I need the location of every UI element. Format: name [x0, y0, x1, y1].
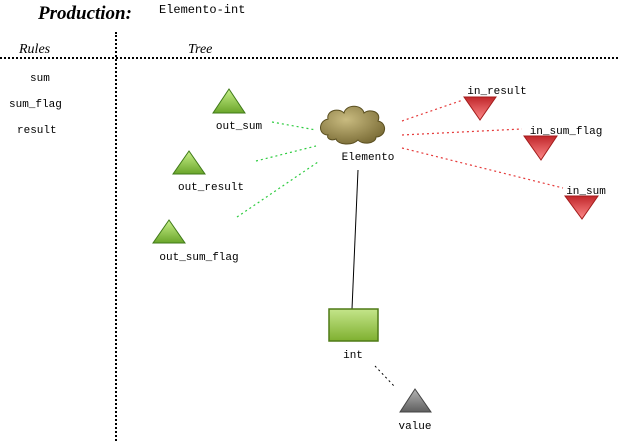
- rule-item-sum[interactable]: sum: [30, 73, 50, 85]
- root-label: Elemento: [342, 152, 395, 164]
- input-label: in_sum_flag: [530, 126, 603, 138]
- input-label: in_result: [467, 86, 526, 98]
- tree-heading: Tree: [188, 42, 213, 57]
- output-label: out_sum_flag: [159, 252, 238, 264]
- rules-heading: Rules: [19, 42, 51, 57]
- triangle-down-icon: [463, 96, 497, 121]
- grandchild-connector: [374, 365, 396, 388]
- rule-item-sum-flag[interactable]: sum_flag: [9, 99, 62, 111]
- grandchild-node-value[interactable]: value: [398, 388, 432, 433]
- output-label: out_result: [178, 182, 244, 194]
- output-node-out-result[interactable]: out_result: [172, 150, 244, 194]
- production-value: Elemento-int: [159, 3, 246, 17]
- child-connector: [351, 169, 359, 310]
- input-node-in-result[interactable]: in_result: [463, 86, 527, 121]
- rule-item-result[interactable]: result: [17, 125, 57, 137]
- root-node[interactable]: Elemento: [320, 105, 395, 164]
- triangle-up-icon: [212, 88, 246, 114]
- horizontal-divider: [0, 57, 618, 59]
- vertical-divider: [115, 32, 117, 441]
- input-node-in-sum[interactable]: in_sum: [564, 186, 606, 220]
- output-connectors: [236, 121, 319, 218]
- triangle-down-icon: [564, 195, 599, 220]
- output-node-out-sum-flag[interactable]: out_sum_flag: [152, 219, 239, 264]
- grandchild-label: value: [398, 421, 431, 433]
- input-connectors: [401, 99, 564, 189]
- child-node-int[interactable]: int: [328, 308, 379, 362]
- triangle-up-icon: [399, 388, 432, 413]
- input-label: in_sum: [566, 186, 606, 198]
- production-label: Production:: [38, 3, 132, 24]
- input-node-in-sum-flag[interactable]: in_sum_flag: [523, 126, 603, 161]
- triangle-down-icon: [523, 135, 558, 161]
- child-label: int: [343, 350, 363, 362]
- output-label: out_sum: [216, 121, 263, 133]
- triangle-up-icon: [172, 150, 206, 175]
- rectangle-icon: [328, 308, 379, 342]
- triangle-up-icon: [152, 219, 186, 244]
- output-node-out-sum[interactable]: out_sum: [212, 88, 263, 133]
- cloud-icon: [320, 105, 385, 145]
